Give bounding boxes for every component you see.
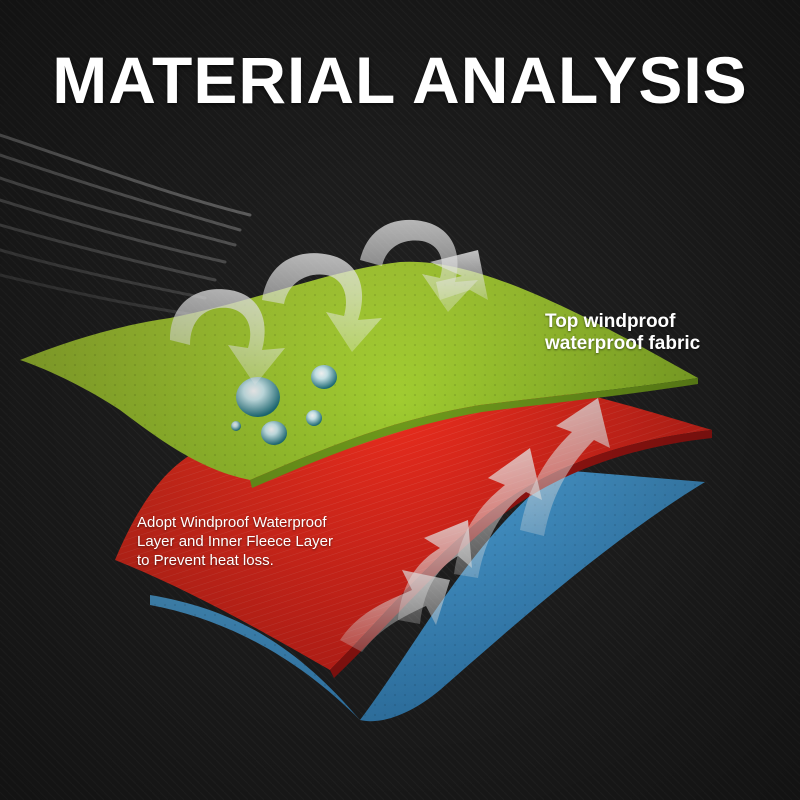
- inner-layers-label-line: Adopt Windproof Waterproof: [137, 514, 327, 531]
- inner-layers-label-line: Layer and Inner Fleece Layer: [137, 533, 333, 550]
- top-layer-label: Top windproof waterproof fabric: [545, 311, 700, 355]
- inner-layers-label-line: to Prevent heat loss.: [137, 552, 274, 569]
- inner-layers-label: Adopt Windproof Waterproof Layer and Inn…: [137, 513, 333, 570]
- top-layer-label-line: waterproof fabric: [545, 333, 701, 354]
- top-layer-label-line: Top windproof: [545, 311, 676, 332]
- page-title: MATERIAL ANALYSIS: [52, 43, 748, 117]
